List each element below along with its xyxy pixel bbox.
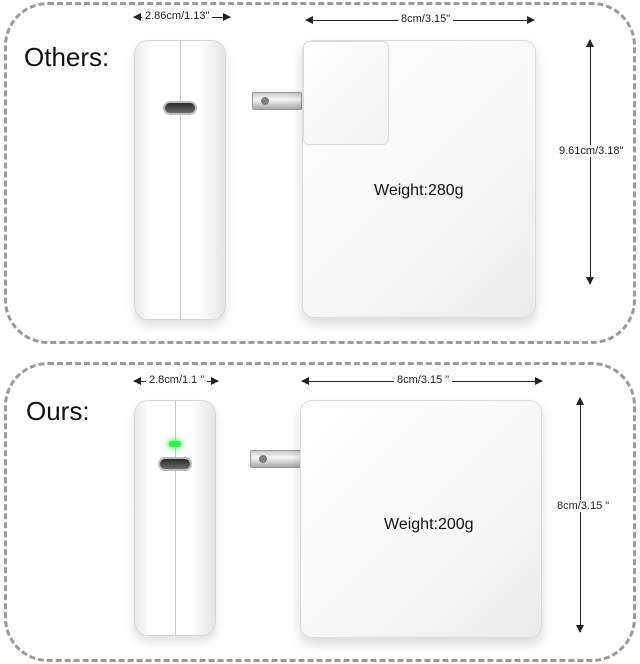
others-weight: Weight:280g [374, 182, 464, 199]
others-side-width-dimension: 2.86cm/1.13" [133, 10, 231, 24]
others-panel [4, 2, 636, 344]
others-height-text: 9.61cm/3.18" [556, 145, 627, 157]
ours-weight: Weight:200g [384, 516, 474, 533]
ours-charger-side-view [134, 400, 216, 636]
foldable-plug-plate [303, 41, 389, 145]
others-charger-front-view [302, 40, 536, 318]
usb-c-port-icon [158, 457, 192, 471]
others-label: Others: [24, 42, 110, 72]
ours-side-width-dimension: 2.8cm/1.1 " [133, 374, 219, 388]
others-charger-side-view [134, 40, 226, 320]
ours-front-width-dimension: 8cm/3.15 " [301, 374, 543, 388]
led-indicator-icon [169, 441, 181, 447]
others-front-width-text: 8cm/3.15" [398, 13, 454, 25]
charger-seam [175, 401, 176, 635]
ours-height-dimension [573, 397, 587, 633]
ours-charger-front-view [300, 400, 542, 638]
ours-panel [4, 362, 636, 662]
ours-height-text: 8cm/3.15 " [554, 500, 613, 512]
others-front-width-dimension: 8cm/3.15" [305, 13, 535, 27]
charger-seam [180, 41, 181, 319]
ours-front-width-text: 8cm/3.15 " [394, 374, 453, 386]
plug-prong-icon [250, 450, 302, 468]
usb-c-port-icon [163, 101, 197, 115]
others-height-dimension [583, 39, 597, 285]
ours-side-width-text: 2.8cm/1.1 " [146, 374, 208, 386]
others-side-width-text: 2.86cm/1.13" [142, 10, 213, 22]
plug-prong-icon [252, 92, 302, 110]
ours-label: Ours: [26, 396, 90, 426]
